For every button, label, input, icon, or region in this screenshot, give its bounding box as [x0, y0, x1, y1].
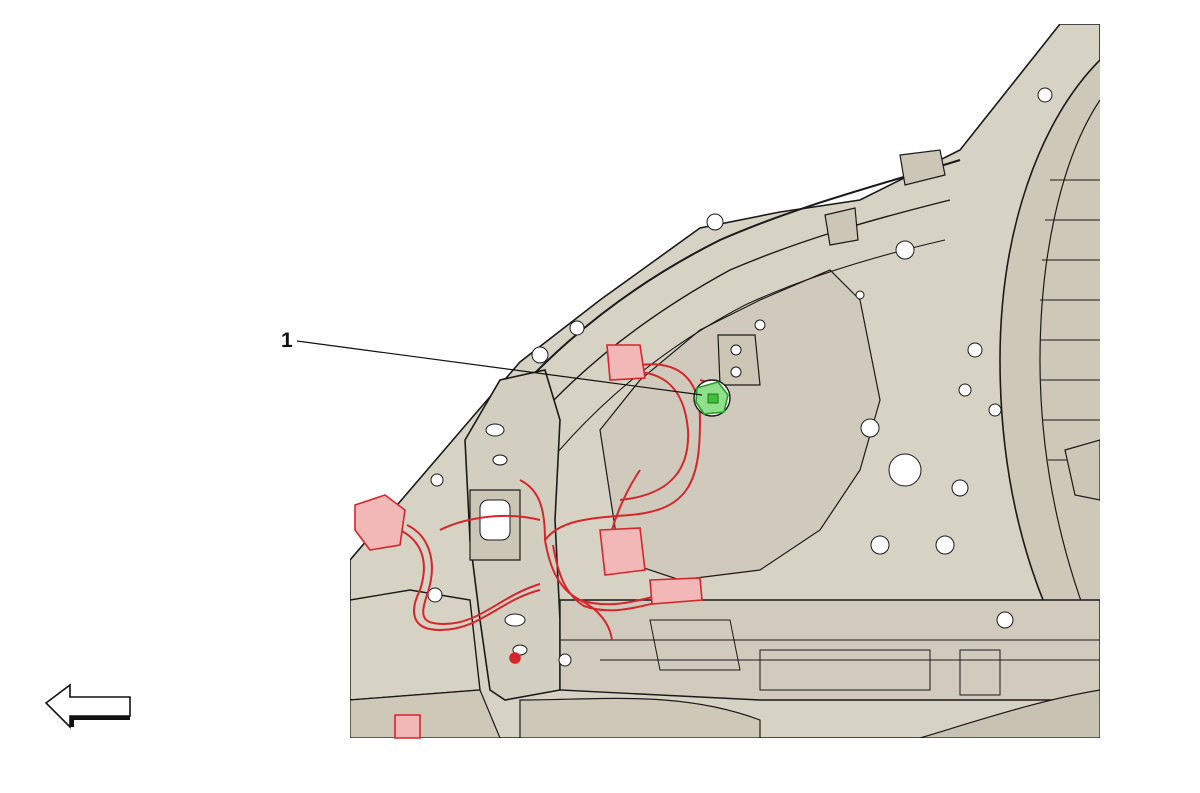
bolts: [427, 87, 1053, 667]
subframe-lines: [560, 619, 1100, 696]
callout-leader-1: [296, 340, 703, 396]
connector-left: [354, 494, 406, 551]
bumper-lower: [350, 689, 501, 738]
connector-top: [606, 344, 646, 381]
connector-clip: [599, 527, 646, 576]
lower-arm-right: [919, 689, 1100, 738]
arrow-left-icon: [44, 683, 131, 729]
strut-housing-inner: [1039, 99, 1100, 651]
connector-lower-left: [394, 714, 421, 739]
strut-ribs: [1040, 179, 1100, 461]
bumper-beam: [350, 589, 481, 701]
callout-label-1: 1: [281, 329, 293, 352]
front-rail-arc-inner-2: [519, 239, 946, 501]
body-structure: [350, 24, 1100, 738]
pillar-holes: [485, 423, 528, 656]
lower-arm: [519, 697, 761, 738]
harness-connectors: [354, 344, 703, 739]
bracket-holes: [479, 344, 742, 541]
highlighted-connector: [693, 379, 731, 417]
connector-bottom: [649, 577, 703, 605]
